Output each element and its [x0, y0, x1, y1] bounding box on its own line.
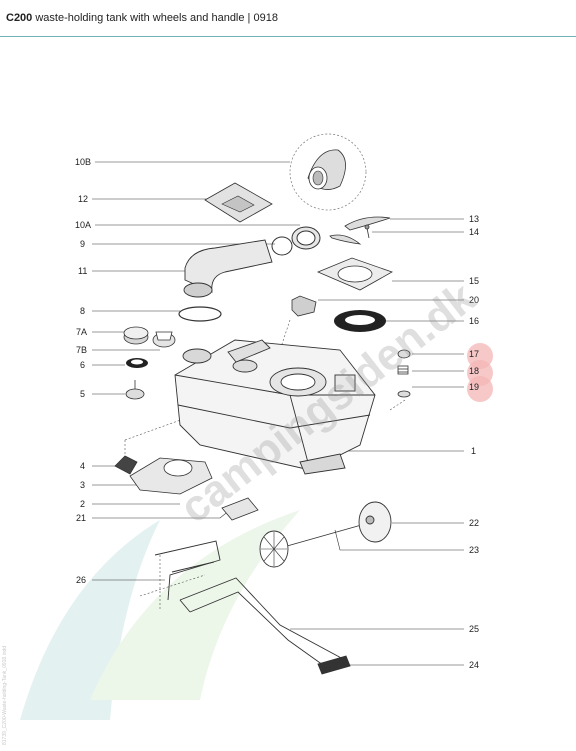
part-13-14 [329, 216, 391, 245]
label-24: 24 [469, 660, 479, 670]
part-1-tank [174, 339, 376, 475]
label-26: 26 [76, 575, 86, 585]
part-21-bracket [221, 497, 259, 521]
part-labels: 10B 12 10A 9 11 8 7A 7B 6 5 4 3 2 21 26 … [75, 157, 479, 670]
label-3: 3 [80, 480, 85, 490]
label-19: 19 [469, 382, 479, 392]
label-4: 4 [80, 461, 85, 471]
label-10a: 10A [75, 220, 91, 230]
background-swoosh [20, 510, 300, 720]
label-6: 6 [80, 360, 85, 370]
part-15-plate [316, 257, 393, 291]
exploded-diagram: 10B 12 10A 9 11 8 7A 7B 6 5 4 3 2 21 26 … [20, 133, 493, 720]
part-8-oring [178, 306, 222, 322]
part-17-18-19 [397, 349, 411, 398]
label-16: 16 [469, 316, 479, 326]
part-22-23-wheels [259, 501, 392, 568]
label-13: 13 [469, 214, 479, 224]
label-12: 12 [78, 194, 88, 204]
part-10a-9-rings [271, 226, 321, 256]
side-note: 81739_C200-Waste-holding-Tank_0918.indd [2, 645, 8, 745]
part-11-pipe [183, 239, 273, 298]
label-2: 2 [80, 499, 85, 509]
leader-lines [92, 161, 464, 666]
title-text: waste-holding tank with wheels and handl… [35, 12, 278, 24]
label-7a: 7A [76, 327, 87, 337]
label-18: 18 [469, 366, 479, 376]
label-11: 11 [78, 266, 87, 276]
label-20: 20 [469, 295, 479, 305]
label-22: 22 [469, 518, 479, 528]
part-7a-7b-caps [123, 326, 176, 348]
part-24-25-handle [179, 577, 351, 675]
model-name: C200 [6, 12, 33, 24]
label-14: 14 [469, 227, 479, 237]
label-15: 15 [469, 276, 479, 286]
label-25: 25 [469, 624, 479, 634]
label-23: 23 [469, 545, 479, 555]
label-21: 21 [76, 513, 86, 523]
label-8: 8 [80, 306, 85, 316]
part-16-seal [334, 310, 386, 332]
part-10b-detail [289, 133, 367, 211]
label-10b: 10B [75, 157, 91, 167]
label-7b: 7B [76, 345, 87, 355]
label-5: 5 [80, 389, 85, 399]
part-12-cover [204, 182, 273, 223]
label-1: 1 [471, 446, 476, 456]
part-20-bracket [291, 295, 317, 317]
part-6-ring [126, 358, 148, 368]
highlight-circles [467, 343, 493, 402]
part-2-3-4-valve [114, 455, 213, 495]
page-header: C200 waste-holding tank with wheels and … [0, 0, 576, 37]
part-5-valve [125, 380, 145, 400]
part-26-handle-bracket [154, 540, 221, 601]
label-9: 9 [80, 239, 85, 249]
label-17: 17 [469, 349, 479, 359]
page-title: C200 waste-holding tank with wheels and … [6, 12, 278, 24]
